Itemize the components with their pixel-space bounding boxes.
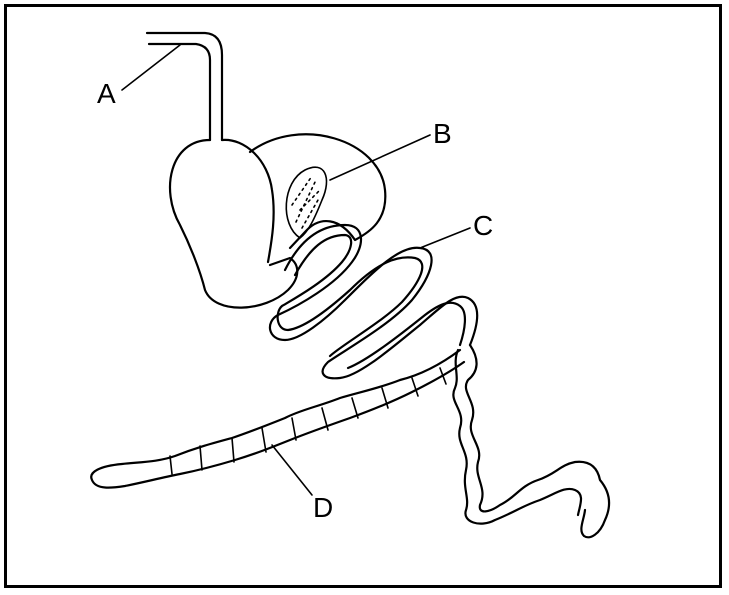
label-d: D xyxy=(313,494,333,522)
label-b: B xyxy=(433,120,452,148)
label-a: A xyxy=(97,80,116,108)
intestine-beads xyxy=(170,368,446,474)
large-intestine-left xyxy=(91,350,464,488)
organ-b xyxy=(286,167,326,238)
coiled-intestine xyxy=(270,225,477,378)
organ-b-texture xyxy=(292,176,320,228)
oesophagus-tube xyxy=(147,33,222,140)
leader-line-d xyxy=(272,445,312,495)
large-intestine xyxy=(453,345,609,537)
crop-organ xyxy=(170,140,297,308)
leader-line-a xyxy=(122,45,180,90)
label-c: C xyxy=(473,212,493,240)
leader-line-c xyxy=(420,228,470,248)
